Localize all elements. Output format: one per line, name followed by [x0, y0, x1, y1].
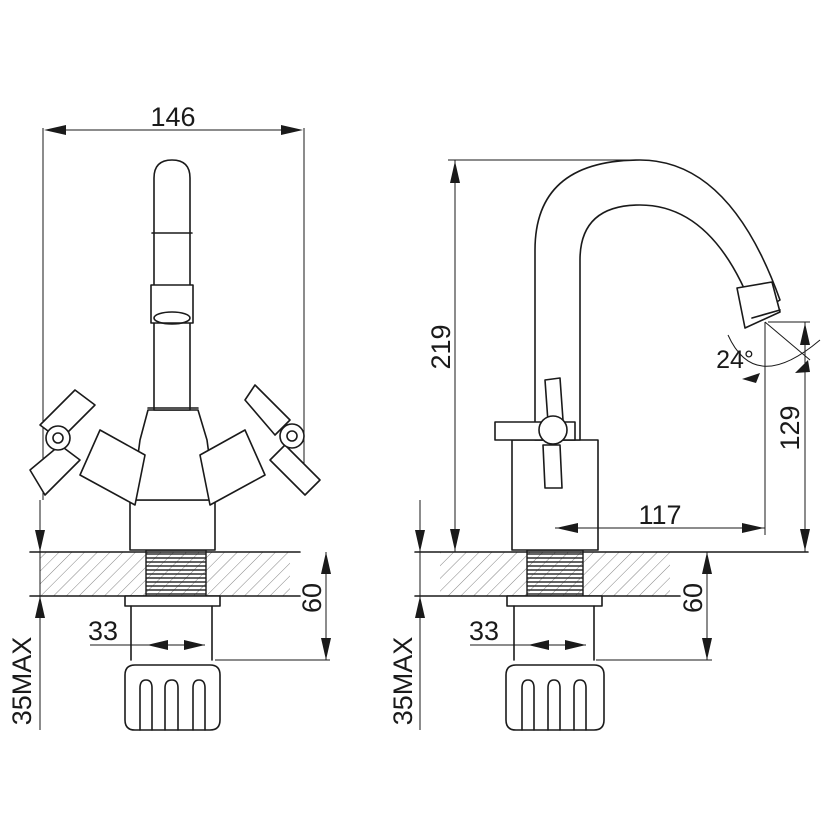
- side-counter-dimension: 35MAX: [388, 500, 425, 730]
- front-mounting-nut: [124, 595, 221, 731]
- front-nut-label: 33: [88, 616, 118, 646]
- side-view: 219: [388, 159, 821, 731]
- side-height-dimension: 219: [426, 159, 640, 552]
- front-countertop: [29, 549, 301, 599]
- side-counter-label: 35MAX: [388, 637, 418, 726]
- front-width-dimension: 146: [42, 102, 305, 500]
- side-spout-height-dimension: 129: [768, 321, 810, 552]
- front-width-label: 146: [150, 102, 195, 132]
- side-mounting-nut: [505, 595, 605, 731]
- side-thread-label: 60: [678, 583, 708, 613]
- front-nut-dimension: 33: [88, 616, 205, 650]
- side-angle-label: 24°: [716, 346, 754, 374]
- front-threaded-shank: [145, 549, 207, 599]
- front-counter-dimension: 35MAX: [7, 500, 45, 730]
- side-countertop: [414, 549, 809, 599]
- front-view: 146: [7, 102, 331, 731]
- side-reach-dimension: 117: [555, 322, 766, 535]
- side-thread-dimension: 60: [596, 552, 712, 661]
- front-thread-dimension: 60: [215, 552, 331, 661]
- side-threaded-shank: [526, 549, 584, 599]
- front-counter-label: 35MAX: [7, 637, 37, 726]
- front-faucet-body: [29, 159, 321, 551]
- side-nut-dimension: 33: [469, 616, 586, 650]
- side-spout-height-label: 129: [775, 405, 805, 450]
- side-reach-label: 117: [638, 500, 681, 530]
- side-faucet-body: [494, 159, 781, 551]
- side-height-label: 219: [426, 324, 456, 369]
- side-angle-dimension: 24°: [716, 321, 821, 383]
- side-nut-label: 33: [469, 616, 499, 646]
- front-thread-label: 60: [297, 583, 327, 613]
